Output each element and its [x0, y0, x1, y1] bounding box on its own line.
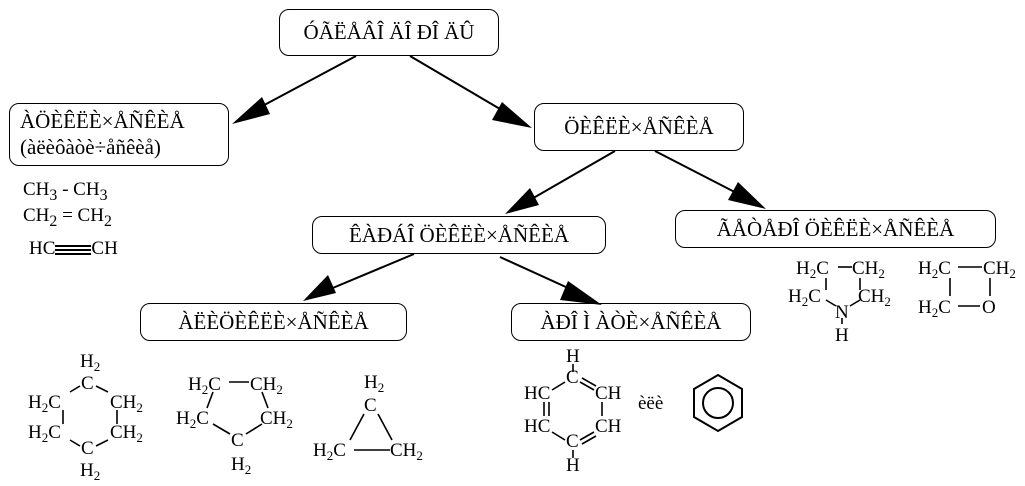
node-aliphatic: ÀÖÈÊËÈ×ÅÑÊÈÅ (àëèôàòè÷åñêèå) [9, 103, 229, 166]
node-heterocyclic: ÃÅÒÅÐÎ ÖÈÊËÈ×ÅÑÊÈÅ [675, 210, 996, 248]
svg-text:CH2: CH2 [250, 374, 283, 397]
svg-text:C: C [231, 430, 244, 451]
node-heterocyclic-label: ÃÅÒÅÐÎ ÖÈÊËÈ×ÅÑÊÈÅ [716, 217, 955, 241]
svg-text:HC: HC [524, 416, 550, 437]
cyclopentane-structure: H2C CH2 H2C CH2 C H2 [176, 374, 293, 477]
svg-text:CH2: CH2 [852, 258, 885, 281]
svg-text:H2C: H2C [918, 258, 951, 281]
svg-text:H: H [566, 346, 580, 367]
svg-text:CH2: CH2 [858, 286, 891, 309]
arrowhead-carbocyclic-aromatic [560, 281, 602, 305]
svg-text:HC: HC [524, 383, 550, 404]
benzene-ring-icon [693, 373, 743, 433]
svg-text:H: H [835, 325, 849, 346]
oxetane-structure: H2C CH2 H2C O [918, 258, 1016, 320]
svg-text:CH2: CH2 [983, 258, 1016, 281]
cyclohexane-structure: H2 C H2C CH2 H2C CH2 C H2 [28, 351, 143, 483]
svg-text:H2: H2 [80, 351, 100, 374]
benzene-kekule-structure: H C HC CH HC CH C H [524, 346, 622, 476]
node-cyclic: ÖÈÊËÈ×ÅÑÊÈÅ [534, 103, 744, 151]
svg-text:O: O [982, 297, 996, 318]
svg-text:H2: H2 [231, 454, 251, 477]
svg-text:N: N [835, 302, 849, 323]
arrowhead-cyclic-heterocyclic [728, 182, 766, 209]
node-root: ÓÃËÅÂÎ ÄÎ ÐÎ ÄÛ [279, 9, 499, 56]
svg-text:H2C: H2C [796, 258, 829, 281]
svg-text:H2: H2 [364, 372, 384, 395]
arrows [232, 55, 766, 305]
arrowhead-cyclic-carbocyclic [505, 188, 539, 214]
svg-text:H2C: H2C [28, 392, 61, 415]
arrowhead-root-aliphatic [232, 97, 270, 124]
svg-text:CH2: CH2 [390, 440, 423, 463]
svg-text:CH2: CH2 [110, 392, 143, 415]
node-carbocyclic-label: ÊÀÐÁÎ ÖÈÊËÈ×ÅÑÊÈÅ [348, 223, 570, 247]
svg-text:H2C: H2C [28, 422, 61, 445]
node-aliphatic-note: (àëèôàòè÷åñêèå) [20, 135, 161, 159]
svg-text:CH: CH [595, 383, 622, 404]
svg-text:C: C [566, 367, 579, 388]
node-aromatic-label: ÀÐÎ Ì ÀÒÈ×ÅÑÊÈÅ [540, 310, 722, 334]
node-aliphatic-label: ÀÖÈÊËÈ×ÅÑÊÈÅ [20, 109, 185, 133]
node-alicyclic: ÀËÈÖÈÊËÈ×ÅÑÊÈÅ [140, 303, 407, 341]
svg-text:C: C [81, 373, 94, 394]
svg-text:C: C [566, 431, 579, 452]
node-cyclic-label: ÖÈÊËÈ×ÅÑÊÈÅ [564, 115, 714, 139]
svg-text:H: H [566, 455, 580, 476]
node-carbocyclic: ÊÀÐÁÎ ÖÈÊËÈ×ÅÑÊÈÅ [312, 216, 606, 254]
node-aromatic: ÀÐÎ Ì ÀÒÈ×ÅÑÊÈÅ [511, 303, 751, 341]
formula-ethylene: CH2 = CH2 [23, 205, 112, 230]
svg-text:H2: H2 [80, 460, 100, 483]
arrowhead-root-cyclic [492, 102, 532, 128]
svg-text:CH2: CH2 [260, 408, 293, 431]
svg-text:C: C [81, 438, 94, 459]
svg-text:CH: CH [595, 416, 622, 437]
node-root-label: ÓÃËÅÂÎ ÄÎ ÐÎ ÄÛ [303, 20, 475, 44]
svg-text:C: C [364, 395, 377, 416]
arrowhead-carbocyclic-alicyclic [303, 275, 336, 301]
svg-text:H2C: H2C [918, 297, 951, 320]
node-alicyclic-label: ÀËÈÖÈÊËÈ×ÅÑÊÈÅ [178, 310, 369, 334]
svg-text:H2C: H2C [313, 440, 346, 463]
cyclopropane-structure: H2 C H2C CH2 [313, 372, 423, 463]
svg-text:H2C: H2C [188, 374, 221, 397]
svg-text:H2C: H2C [788, 286, 821, 309]
pyrrolidine-structure: H2C CH2 H2C CH2 N H [788, 258, 891, 346]
or-word: èëè [638, 393, 663, 414]
svg-text:H2C: H2C [176, 408, 209, 431]
formula-ethane: CH3 - CH3 [23, 179, 108, 204]
svg-text:CH2: CH2 [110, 422, 143, 445]
